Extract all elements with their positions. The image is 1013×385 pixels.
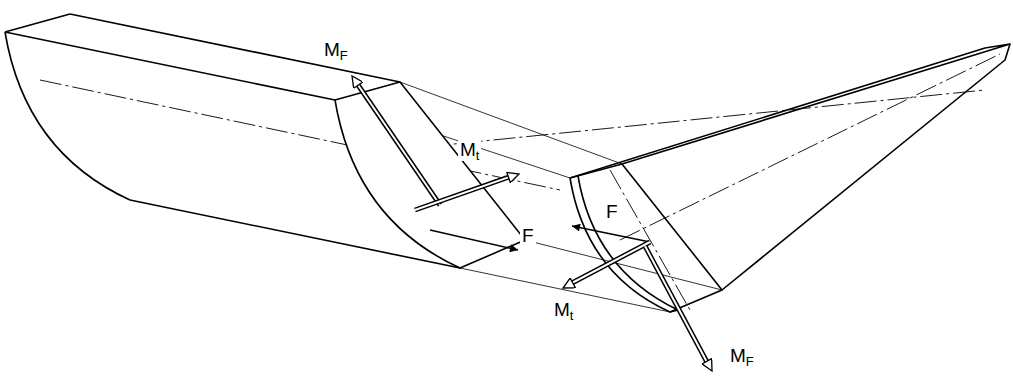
force-label: Mt xyxy=(458,140,481,161)
force-label: F xyxy=(520,226,536,247)
moment-arrow xyxy=(352,76,712,371)
force-label: MF xyxy=(322,40,350,61)
wing-piece xyxy=(570,44,1010,312)
beam-piece xyxy=(5,14,525,268)
force-arrow xyxy=(430,226,650,250)
force-label: F xyxy=(604,202,620,223)
force-label: Mt xyxy=(552,300,575,321)
force-label: MF xyxy=(728,346,756,367)
